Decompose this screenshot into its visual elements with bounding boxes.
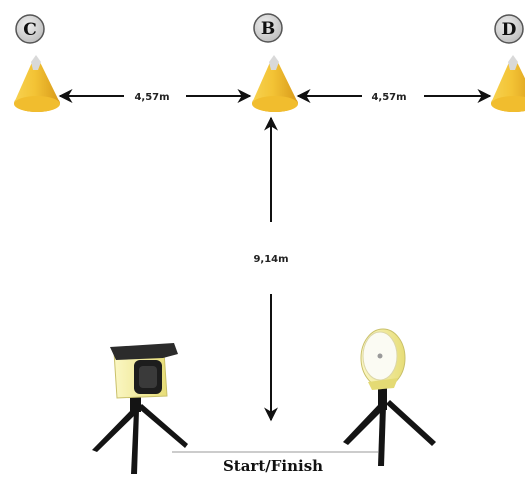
distance-start-b: 9,14m — [253, 116, 289, 422]
timing-gate-right-icon — [343, 328, 436, 466]
cone-d-icon — [491, 55, 525, 112]
cone-c-icon — [14, 55, 60, 112]
marker-c-label: C — [23, 20, 37, 40]
cone-b-icon — [252, 55, 298, 112]
distance-start-b-label: 9,14m — [253, 254, 288, 265]
marker-c: C — [15, 14, 45, 44]
marker-b: B — [253, 13, 283, 43]
distance-c-b: 4,57m — [58, 89, 252, 103]
distance-c-b-label: 4,57m — [134, 92, 169, 103]
marker-b-label: B — [261, 19, 275, 39]
distance-b-d-label: 4,57m — [371, 92, 406, 103]
marker-d: D — [494, 14, 524, 44]
start-finish-label: Start/Finish — [223, 457, 323, 475]
timing-gate-left-icon — [92, 343, 188, 474]
marker-d-label: D — [502, 20, 517, 40]
distance-b-d: 4,57m — [296, 89, 492, 103]
